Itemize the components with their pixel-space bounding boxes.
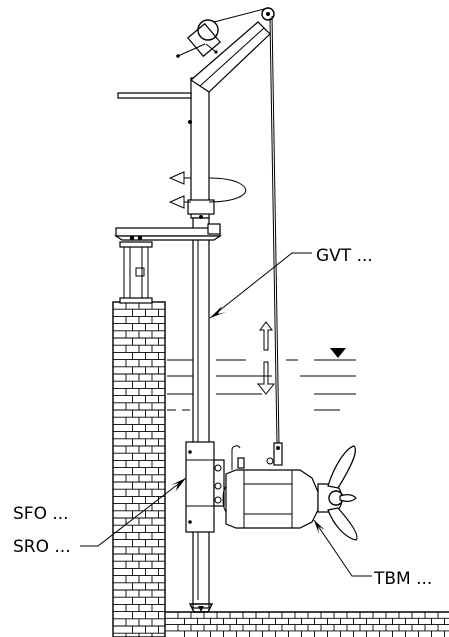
- brick-floor: [165, 611, 449, 637]
- mixer-label: TBM ...: [373, 569, 432, 589]
- bracket-label-1: SFO ...: [13, 504, 69, 524]
- rotation-arrow-icon: [168, 171, 246, 209]
- brick-wall: [112, 301, 166, 637]
- guide-label: GVT ...: [316, 246, 373, 266]
- height-adjust-arrow-icon: [256, 321, 276, 395]
- wall-support-bracket: [114, 223, 222, 304]
- bracket-label-2: SRO ...: [13, 537, 71, 557]
- leader-lines: [80, 252, 372, 577]
- mast-mixer-bracket: [185, 441, 225, 533]
- submersible-mixer: [222, 442, 358, 541]
- water-level-marker-icon: [330, 348, 346, 358]
